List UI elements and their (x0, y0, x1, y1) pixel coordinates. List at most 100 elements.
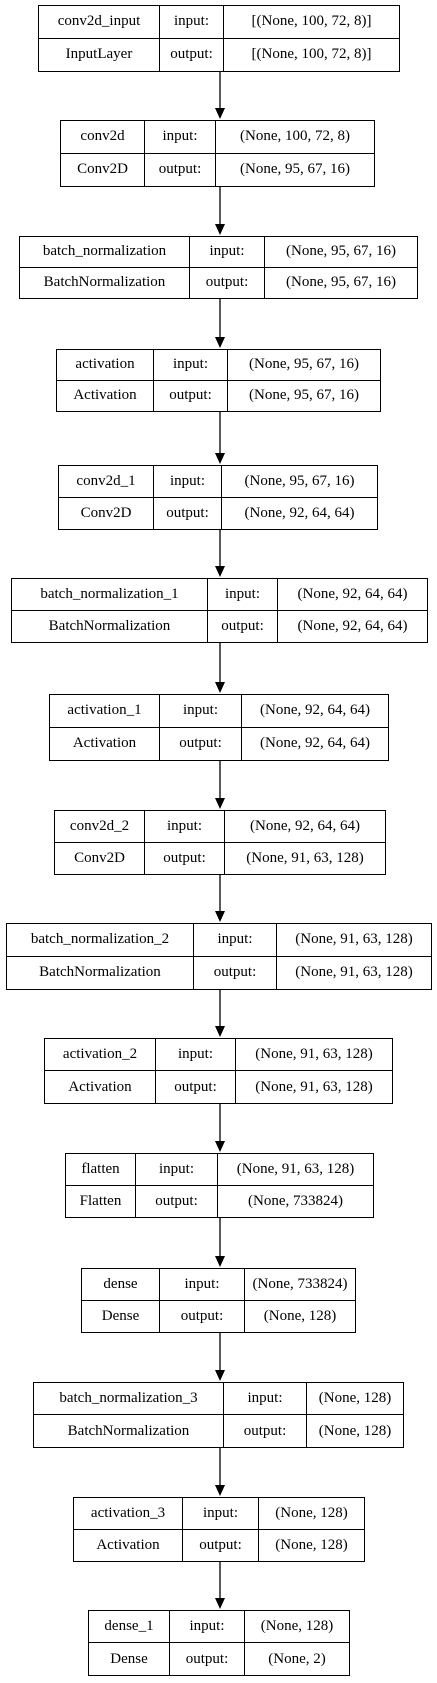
edge-arrow (215, 1448, 225, 1496)
layer-name: activation_2 (45, 1039, 156, 1071)
layer-type: Activation (74, 1529, 183, 1561)
edge-arrow (215, 412, 225, 464)
input-shape: (None, 100, 72, 8) (216, 121, 374, 154)
input-label: input: (190, 237, 265, 268)
output-shape: (None, 128) (318, 1422, 392, 1439)
output-label: output: (136, 1185, 218, 1217)
input-shape: (None, 95, 67, 16) (265, 237, 417, 268)
input-shape: (None, 128) (259, 1498, 364, 1530)
edge-arrow (215, 72, 225, 119)
input-label: input: (160, 6, 224, 39)
edge-arrow (215, 1218, 225, 1267)
input-label: input: (194, 924, 277, 957)
output-shape: (None, 91, 63, 128) (246, 849, 364, 866)
layer-name: batch_normalization_3 (34, 1383, 224, 1415)
input-shape: (None, 128) (307, 1383, 403, 1415)
output-label: output: (160, 38, 224, 71)
input-shape: (None, 91, 63, 128) (218, 1154, 373, 1186)
output-label: output: (208, 610, 278, 642)
layer-name: batch_normalization (20, 237, 190, 268)
input-shape: (None, 733824) (245, 1269, 355, 1301)
output-label: output: (160, 727, 242, 760)
layer-type: Activation (57, 380, 154, 411)
edge-arrow (215, 187, 225, 235)
input-shape: (None, 91, 63, 128) (277, 924, 431, 957)
input-shape: (None, 92, 64, 64) (225, 811, 385, 843)
edge-arrow (215, 1562, 225, 1609)
output-label: output: (154, 380, 228, 411)
input-label: input: (145, 121, 216, 154)
input-label: input: (183, 1498, 259, 1530)
input-label: input: (224, 1383, 307, 1415)
layer-name: dense_1 (89, 1611, 170, 1643)
output-shape: (None, 733824) (248, 1192, 343, 1209)
input-shape: (None, 92, 64, 64) (242, 695, 388, 728)
input-label: input: (170, 1611, 245, 1643)
output-label: output: (194, 956, 277, 989)
layer-type: Conv2D (55, 842, 145, 874)
layer-type: Dense (82, 1300, 160, 1332)
input-label: input: (208, 579, 278, 611)
layer-type: Activation (45, 1071, 156, 1103)
output-shape: (None, 92, 64, 64) (260, 735, 370, 752)
output-shape: (None, 91, 63, 128) (255, 1078, 373, 1095)
layer-type: BatchNormalization (20, 267, 190, 298)
edge-arrow (215, 1333, 225, 1381)
edge-arrow (215, 1104, 225, 1152)
layer-name: activation_1 (50, 695, 160, 728)
edge-arrow (215, 530, 225, 577)
output-label: output: (160, 1300, 245, 1332)
edge-arrow (215, 875, 225, 922)
output-shape: (None, 128) (275, 1536, 348, 1553)
layer-name: conv2d_2 (55, 811, 145, 843)
output-shape: (None, 95, 67, 16) (249, 387, 359, 404)
layer-name: activation (57, 350, 154, 381)
output-label: output: (190, 267, 265, 298)
edge-arrow (215, 761, 225, 809)
output-label: output: (145, 842, 225, 874)
layer-type: BatchNormalization (7, 956, 194, 989)
input-shape: (None, 92, 64, 64) (278, 579, 427, 611)
layer-type: Activation (50, 727, 160, 760)
input-label: input: (154, 466, 222, 498)
edge-arrow (215, 299, 225, 348)
layer-type: BatchNormalization (12, 610, 208, 642)
output-label: output: (224, 1415, 307, 1447)
output-label: output: (183, 1529, 259, 1561)
layer-name: batch_normalization_2 (7, 924, 194, 957)
output-label: output: (156, 1071, 236, 1103)
input-shape: (None, 91, 63, 128) (236, 1039, 392, 1071)
layer-name: dense (82, 1269, 160, 1301)
output-label: output: (154, 497, 222, 529)
input-label: input: (136, 1154, 218, 1186)
output-shape: (None, 128) (263, 1307, 337, 1324)
input-label: input: (145, 811, 225, 843)
layer-name: conv2d (61, 121, 145, 154)
output-shape: (None, 95, 67, 16) (286, 274, 396, 291)
output-shape: (None, 2) (268, 1650, 326, 1667)
input-label: input: (160, 1269, 245, 1301)
layer-name: conv2d_1 (59, 466, 154, 498)
edge-arrow (215, 990, 225, 1037)
input-label: input: (154, 350, 228, 381)
layer-name: flatten (66, 1154, 136, 1186)
edge-arrow (215, 643, 225, 693)
layer-type: Conv2D (61, 153, 145, 186)
layer-name: activation_3 (74, 1498, 183, 1530)
output-shape: [(None, 100, 72, 8)] (251, 46, 372, 63)
layer-type: Conv2D (59, 497, 154, 529)
